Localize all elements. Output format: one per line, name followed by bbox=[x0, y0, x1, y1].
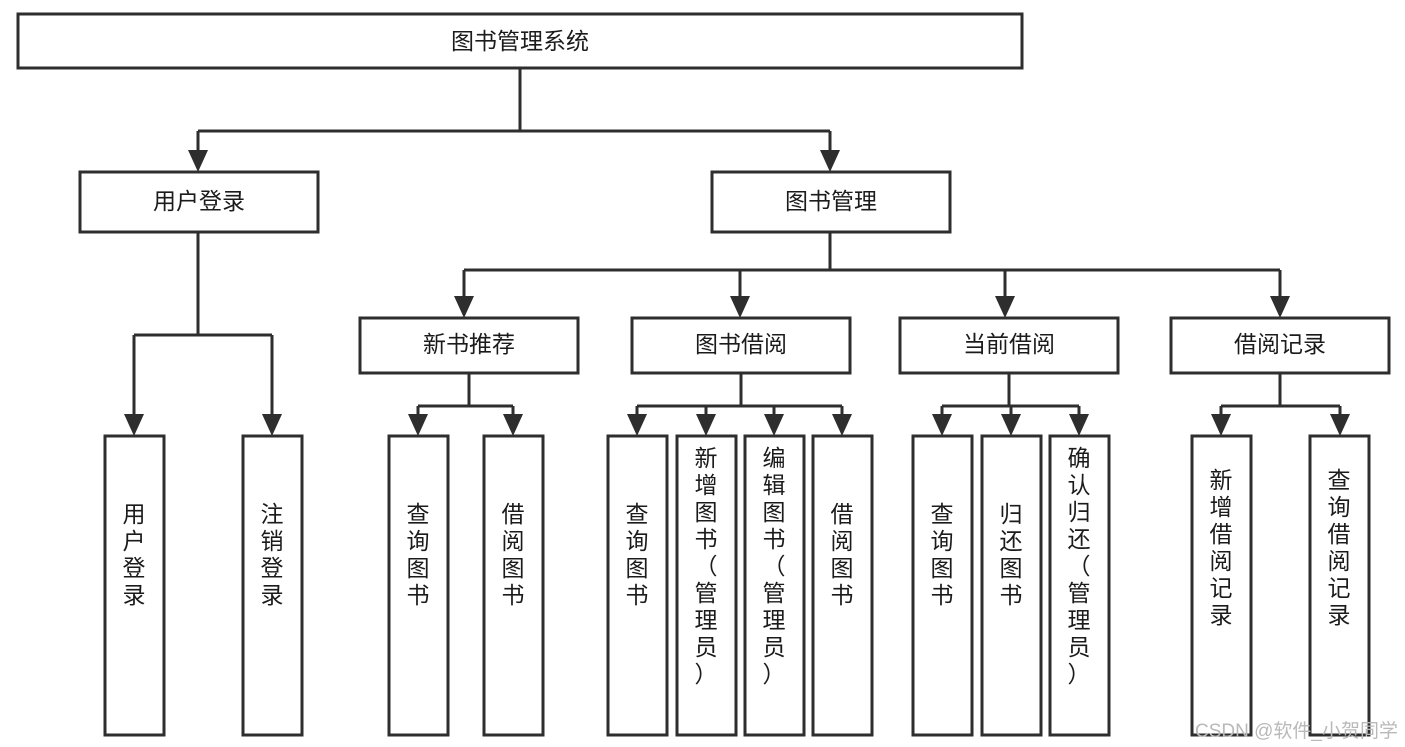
node-leaf-return-book[interactable]: 归还图书 bbox=[980, 434, 1043, 737]
node-leaf-query-book-2-box[interactable] bbox=[606, 434, 669, 737]
node-user-login[interactable]: 用户登录 bbox=[78, 170, 320, 234]
node-book-manage-label: 图书管理 bbox=[785, 188, 877, 214]
arrowhead-borrow-record bbox=[1270, 296, 1290, 318]
node-borrow-record-box[interactable] bbox=[1169, 316, 1391, 375]
node-user-login-box[interactable] bbox=[78, 170, 320, 234]
node-leaf-query-record-label: 查询借阅记录 bbox=[1328, 467, 1351, 628]
node-leaf-return-book-label: 归还图书 bbox=[1000, 501, 1023, 608]
arrowhead-leaf-confirm-return bbox=[1069, 414, 1089, 436]
arrowhead-user-login bbox=[188, 150, 208, 172]
node-leaf-query-book-1-label: 查询图书 bbox=[407, 501, 430, 608]
node-leaf-borrow-book-1[interactable]: 借阅图书 bbox=[482, 434, 545, 737]
node-leaf-logout[interactable]: 注销登录 bbox=[241, 434, 304, 737]
node-current-borrow[interactable]: 当前借阅 bbox=[898, 316, 1120, 375]
node-leaf-user-login-box[interactable] bbox=[103, 434, 166, 737]
node-leaf-query-book-3-box[interactable] bbox=[911, 434, 974, 737]
arrowhead-leaf-logout bbox=[262, 414, 282, 436]
node-leaf-borrow-book-2-box[interactable] bbox=[811, 434, 874, 737]
node-user-login-label: 用户登录 bbox=[153, 188, 245, 214]
node-leaf-confirm-return-label: 确认归还（管理员） bbox=[1068, 445, 1091, 687]
node-leaf-add-record-label: 新增借阅记录 bbox=[1210, 467, 1233, 628]
node-leaf-logout-box[interactable] bbox=[241, 434, 304, 737]
arrowhead-leaf-user-login bbox=[124, 414, 144, 436]
node-leaf-borrow-book-1-box[interactable] bbox=[482, 434, 545, 737]
node-leaf-logout-label: 注销登录 bbox=[261, 501, 284, 608]
node-leaf-query-book-1[interactable]: 查询图书 bbox=[387, 434, 450, 737]
node-book-manage[interactable]: 图书管理 bbox=[710, 170, 952, 234]
node-root-label: 图书管理系统 bbox=[451, 28, 589, 54]
node-book-manage-box[interactable] bbox=[710, 170, 952, 234]
node-leaf-add-book-label: 新增图书（管理员） bbox=[695, 445, 718, 687]
node-leaf-borrow-book-2-label: 借阅图书 bbox=[831, 501, 854, 608]
arrowhead-leaf-edit-book bbox=[764, 414, 784, 436]
node-new-book-rec[interactable]: 新书推荐 bbox=[358, 316, 580, 375]
arrowhead-leaf-borrow-book-2 bbox=[832, 414, 852, 436]
node-current-borrow-label: 当前借阅 bbox=[963, 331, 1055, 357]
arrowhead-leaf-return-book bbox=[1001, 414, 1021, 436]
node-leaf-borrow-book-1-label: 借阅图书 bbox=[502, 501, 525, 608]
arrowhead-leaf-query-book-1 bbox=[408, 414, 428, 436]
node-root[interactable]: 图书管理系统 bbox=[16, 12, 1024, 70]
node-book-borrow-label: 图书借阅 bbox=[695, 331, 787, 357]
node-leaf-return-book-box[interactable] bbox=[980, 434, 1043, 737]
node-root-box[interactable] bbox=[16, 12, 1024, 70]
arrowhead-leaf-query-book-3 bbox=[932, 414, 952, 436]
arrowhead-leaf-query-book-2 bbox=[627, 414, 647, 436]
node-book-borrow[interactable]: 图书借阅 bbox=[630, 316, 852, 375]
arrowhead-leaf-add-record bbox=[1211, 414, 1231, 436]
arrowhead-book-manage bbox=[820, 150, 840, 172]
node-leaf-add-book[interactable]: 新增图书（管理员） bbox=[675, 434, 738, 737]
node-leaf-query-record-box[interactable] bbox=[1308, 434, 1371, 737]
node-leaf-confirm-return[interactable]: 确认归还（管理员） bbox=[1048, 434, 1111, 737]
node-leaf-query-book-3[interactable]: 查询图书 bbox=[911, 434, 974, 737]
node-leaf-borrow-book-2[interactable]: 借阅图书 bbox=[811, 434, 874, 737]
node-leaf-query-book-2[interactable]: 查询图书 bbox=[606, 434, 669, 737]
arrowhead-leaf-query-record bbox=[1330, 414, 1350, 436]
node-book-borrow-box[interactable] bbox=[630, 316, 852, 375]
node-leaf-edit-book[interactable]: 编辑图书（管理员） bbox=[743, 434, 806, 737]
node-new-book-rec-box[interactable] bbox=[358, 316, 580, 375]
arrowhead-book-borrow bbox=[730, 296, 750, 318]
node-new-book-rec-label: 新书推荐 bbox=[423, 331, 515, 357]
node-leaf-add-record[interactable]: 新增借阅记录 bbox=[1190, 434, 1253, 737]
connector-layer bbox=[124, 68, 1350, 436]
arrowhead-current-borrow bbox=[995, 296, 1015, 318]
node-borrow-record-label: 借阅记录 bbox=[1234, 331, 1326, 357]
node-current-borrow-box[interactable] bbox=[898, 316, 1120, 375]
node-leaf-add-record-box[interactable] bbox=[1190, 434, 1253, 737]
node-leaf-add-book-box[interactable] bbox=[675, 434, 738, 737]
arrowhead-new-book-rec bbox=[454, 296, 474, 318]
node-leaf-query-book-1-box[interactable] bbox=[387, 434, 450, 737]
node-leaf-confirm-return-box[interactable] bbox=[1048, 434, 1111, 737]
node-leaf-user-login-label: 用户登录 bbox=[123, 501, 146, 608]
watermark-label: CSDN @软件_小贺同学 bbox=[1195, 720, 1398, 742]
node-borrow-record[interactable]: 借阅记录 bbox=[1169, 316, 1391, 375]
arrowhead-leaf-add-book bbox=[696, 414, 716, 436]
arrowhead-leaf-borrow-book-1 bbox=[503, 414, 523, 436]
node-leaf-edit-book-box[interactable] bbox=[743, 434, 806, 737]
node-leaf-edit-book-label: 编辑图书（管理员） bbox=[763, 445, 786, 687]
node-leaf-query-book-3-label: 查询图书 bbox=[931, 501, 954, 608]
node-leaf-query-book-2-label: 查询图书 bbox=[626, 501, 649, 608]
node-leaf-user-login[interactable]: 用户登录 bbox=[103, 434, 166, 737]
node-leaf-query-record[interactable]: 查询借阅记录 bbox=[1308, 434, 1371, 737]
